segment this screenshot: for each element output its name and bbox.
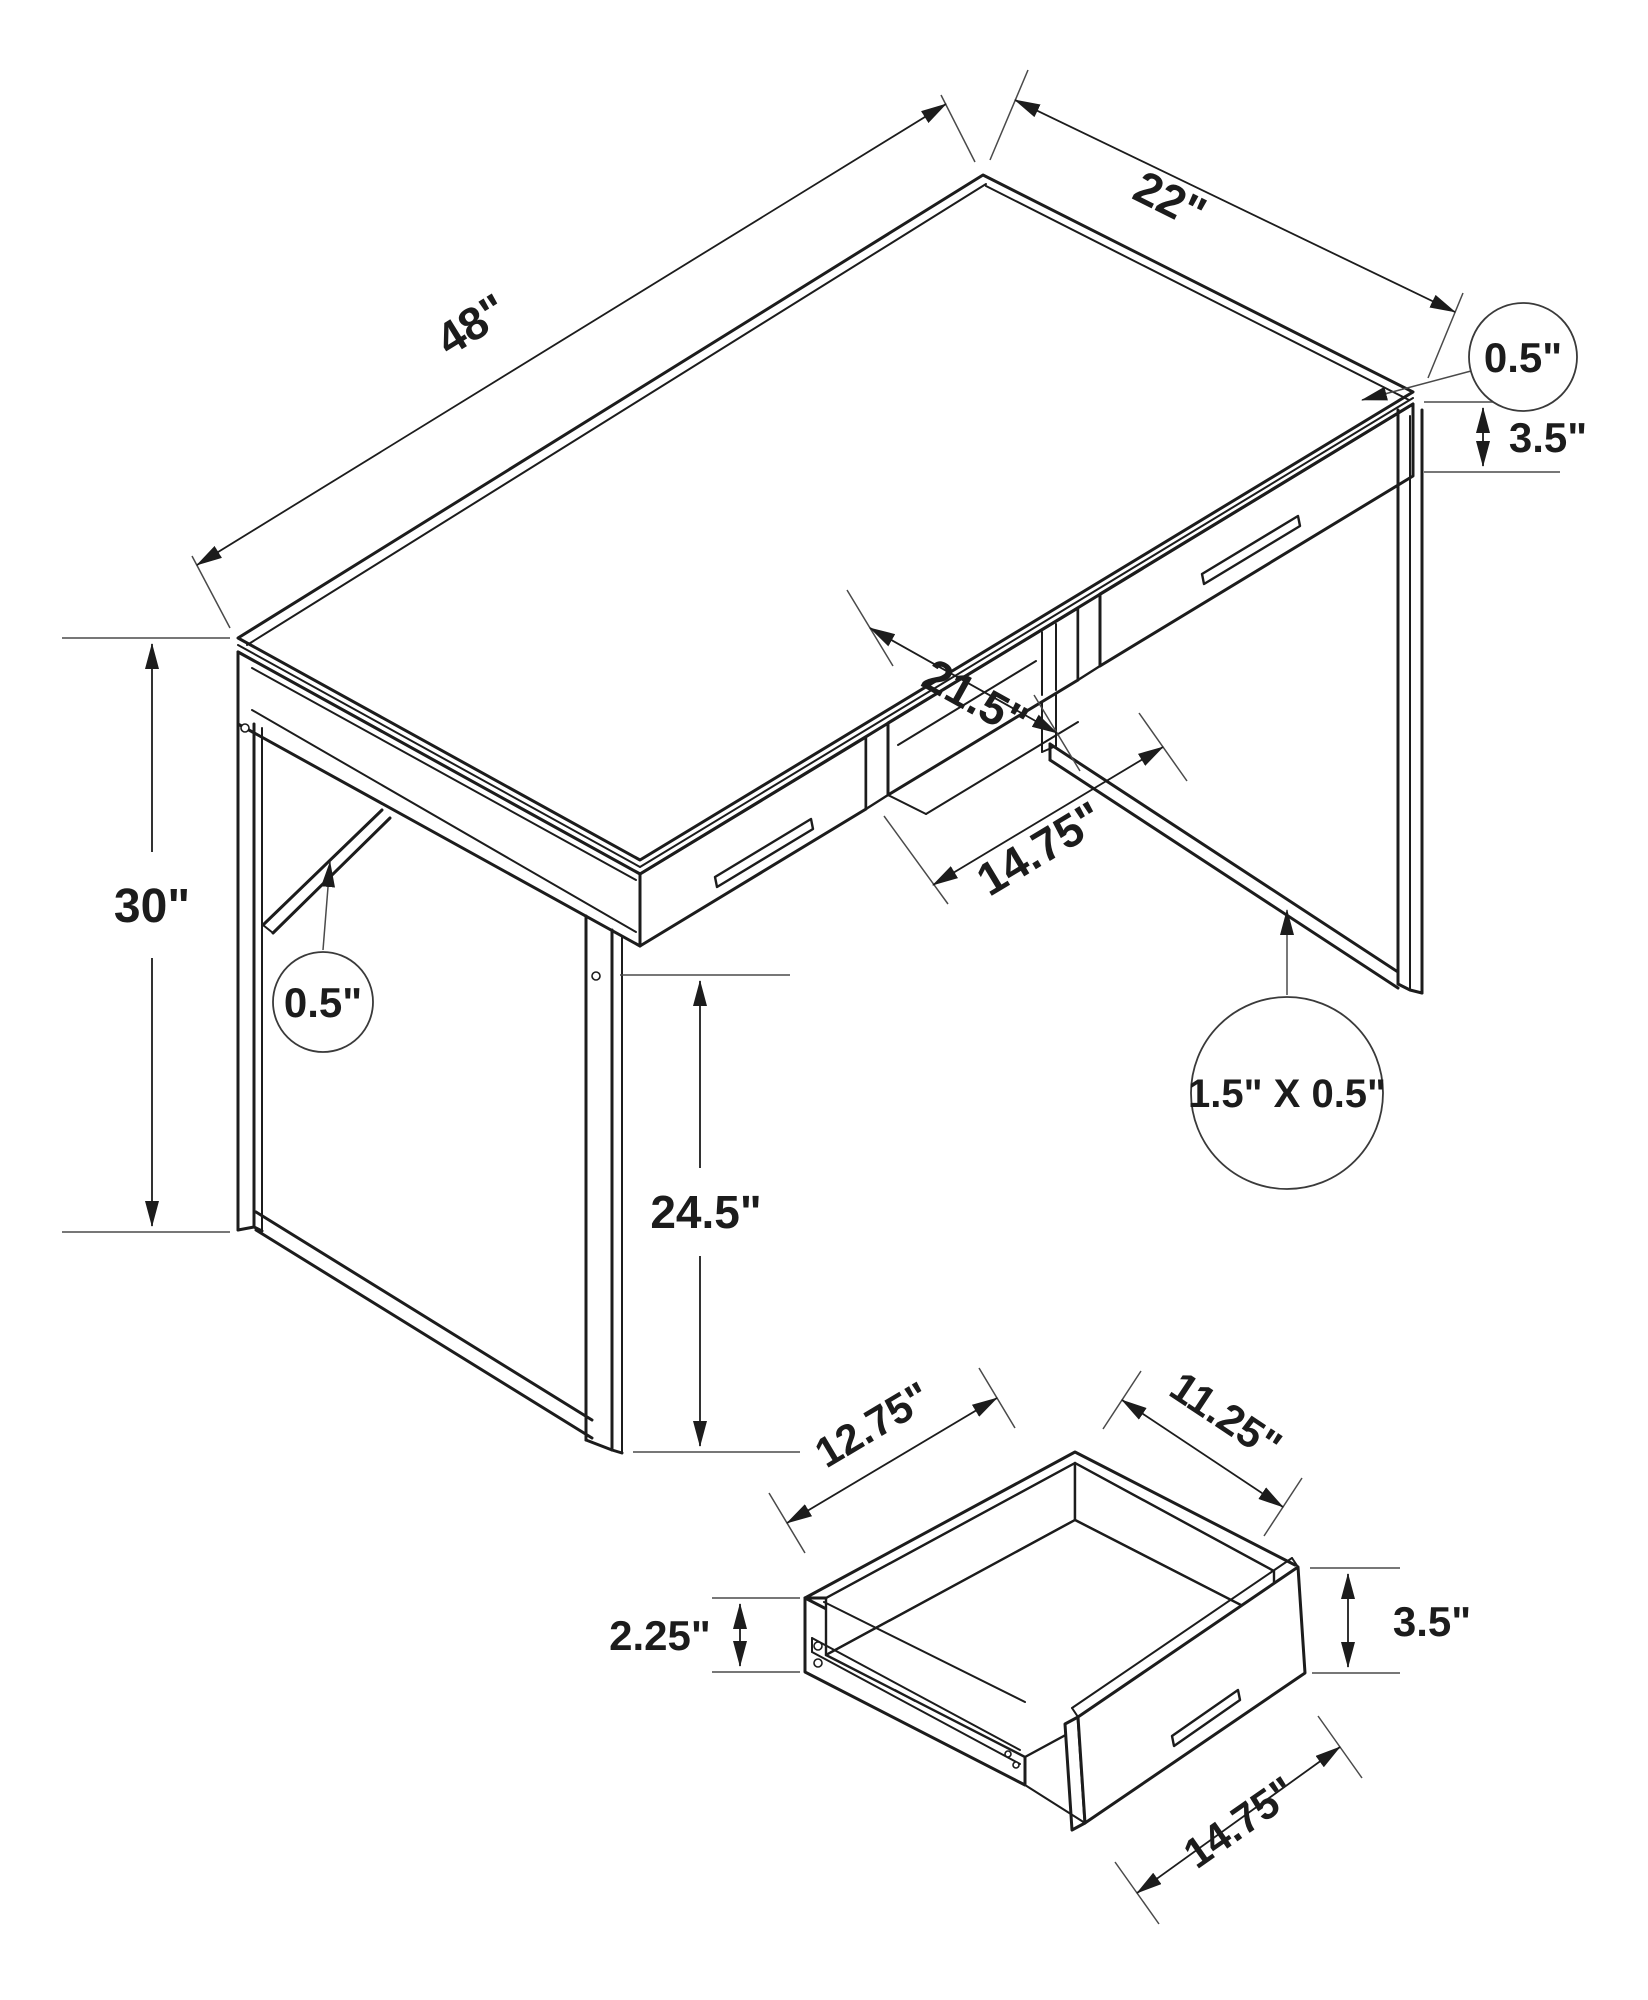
frame-thickness-callout-label: 0.5" xyxy=(284,979,362,1026)
desk-height-dimension: 30" xyxy=(62,637,230,1233)
desk-left-band xyxy=(236,650,642,948)
desk-left-rear-leg xyxy=(236,650,264,1233)
desk-isometric-view: 48" 22" 30" 24.5" 3.5" xyxy=(62,69,1587,1455)
drawer-side-height-dim-label: 2.25" xyxy=(609,1612,711,1659)
left-drawer-handle xyxy=(713,817,815,889)
desk-front-left-leg xyxy=(584,914,624,1455)
desk-clearance-dim-label: 24.5" xyxy=(650,1186,761,1238)
desk-apron-height-dim-label: 3.5" xyxy=(1509,414,1587,461)
desk-clearance-dimension: 24.5" xyxy=(620,974,800,1453)
drawer-front-height-dim-label: 3.5" xyxy=(1393,1598,1471,1645)
drawer-front-height-dimension: 3.5" xyxy=(1310,1567,1471,1674)
frame-thickness-callout: 0.5" xyxy=(272,861,374,1053)
desk-apron-height-dimension: 3.5" xyxy=(1424,401,1587,473)
rail-profile-callout-label: 1.5" X 0.5" xyxy=(1188,1072,1386,1116)
drawer-floor xyxy=(824,1518,1276,1759)
desk-right-floor-rail xyxy=(1048,742,1400,990)
drawer-side-depth-dim-label: 12.75" xyxy=(807,1372,938,1476)
shelf-width-dim-label: 14.75" xyxy=(968,791,1112,906)
drawer-front-handle xyxy=(1170,1688,1242,1748)
desk-left-floor-rail xyxy=(254,1210,594,1440)
desk-width-dim-label: 48" xyxy=(427,283,516,366)
drawer-front-panel xyxy=(1024,1557,1307,1832)
desk-depth-dim-label: 22" xyxy=(1126,160,1215,239)
top-thickness-callout: 0.5" xyxy=(1361,302,1578,412)
drawer-slide-rail xyxy=(811,1637,1021,1769)
top-thickness-callout-label: 0.5" xyxy=(1484,334,1562,381)
desk-height-dim-label: 30" xyxy=(114,880,190,933)
drawer-detail-view: 12.75" 11.25" 2.25" 3.5" 14.75" xyxy=(609,1362,1471,1925)
drawer-front-width-dim-label: 14.75" xyxy=(1175,1767,1304,1877)
right-drawer-handle xyxy=(1200,514,1302,586)
drawer-side-height-dimension: 2.25" xyxy=(609,1597,800,1673)
drawer-back-width-dim-label: 11.25" xyxy=(1162,1362,1290,1469)
rail-profile-callout: 1.5" X 0.5" xyxy=(1188,909,1386,1190)
screw-hole-icon xyxy=(591,971,601,981)
screw-hole-icon xyxy=(240,723,250,733)
desk-front-right-leg xyxy=(1396,408,1424,995)
